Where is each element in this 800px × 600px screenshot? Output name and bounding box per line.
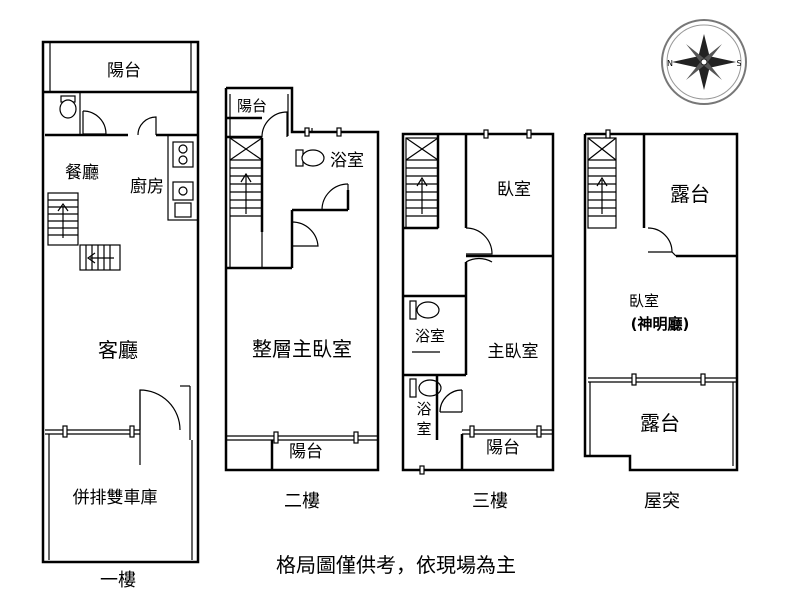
toilet-icon — [59, 95, 77, 119]
compass-south-label: S — [736, 59, 741, 68]
second-floor-plan: 陽台 浴室 整層主臥室 陽台 — [224, 86, 380, 472]
room-label-master: 主臥室 — [488, 342, 539, 362]
toilet-icon — [409, 300, 440, 320]
door-swing — [139, 389, 181, 431]
room-label-garage: 併排雙車庫 — [73, 488, 158, 508]
toilet-icon — [295, 149, 325, 167]
room-label-balcony: 陽台 — [107, 61, 141, 81]
room-label-bedroom: 臥室 — [497, 180, 531, 200]
room-label-dining: 餐廳 — [65, 163, 99, 183]
room-label-shrine: (神明廳) — [631, 315, 690, 333]
stairs — [47, 192, 121, 271]
first-floor-plan: 陽台 餐廳 廚房 客廳 併排雙車庫 — [41, 40, 200, 564]
room-label-balcony: 陽台 — [486, 438, 520, 458]
door-swing — [137, 116, 157, 136]
room-label-bath-2: 浴 — [416, 400, 431, 418]
room-label-bedroom: 臥室 — [629, 292, 659, 310]
stairs — [229, 137, 263, 269]
room-label-living: 客廳 — [98, 338, 138, 362]
stove-icon — [172, 141, 194, 168]
door-swing — [647, 227, 673, 253]
floor-label-roof: 屋突 — [644, 491, 680, 512]
door-swing — [82, 110, 107, 135]
door-swing — [321, 183, 349, 211]
room-label-master-floor: 整層主臥室 — [252, 337, 352, 361]
room-label-bath-2b: 室 — [416, 420, 431, 438]
door-swing — [465, 257, 493, 263]
toilet-icon — [409, 378, 442, 398]
compass-north-label: N — [667, 59, 673, 68]
disclaimer-note: 格局圖僅供考，依現場為主 — [276, 553, 516, 577]
room-label-terrace-bottom: 露台 — [640, 411, 680, 435]
floor-label-first: 一樓 — [100, 570, 136, 591]
door-swing — [261, 111, 288, 138]
third-floor-plan: 臥室 浴室 主臥室 浴 室 陽台 — [401, 129, 555, 475]
sink-icon — [172, 181, 194, 218]
door-swing — [439, 389, 463, 413]
room-label-kitchen: 廚房 — [130, 176, 164, 197]
stairs — [587, 137, 617, 229]
room-label-terrace-top: 露台 — [670, 182, 710, 206]
floor-label-second: 二樓 — [284, 491, 320, 512]
door-swing — [465, 227, 493, 255]
compass-rose-icon: N S — [661, 19, 747, 105]
floor-label-third: 三樓 — [472, 491, 508, 512]
room-label-bath: 浴室 — [330, 151, 364, 171]
room-label-bath-1: 浴室 — [415, 327, 445, 345]
room-label-balcony-top: 陽台 — [237, 97, 267, 115]
stairs — [405, 137, 439, 229]
room-label-balcony-bottom: 陽台 — [289, 442, 323, 462]
door-swing — [291, 221, 319, 247]
roof-floor-plan: 露台 臥室 (神明廳) 露台 — [583, 129, 739, 472]
